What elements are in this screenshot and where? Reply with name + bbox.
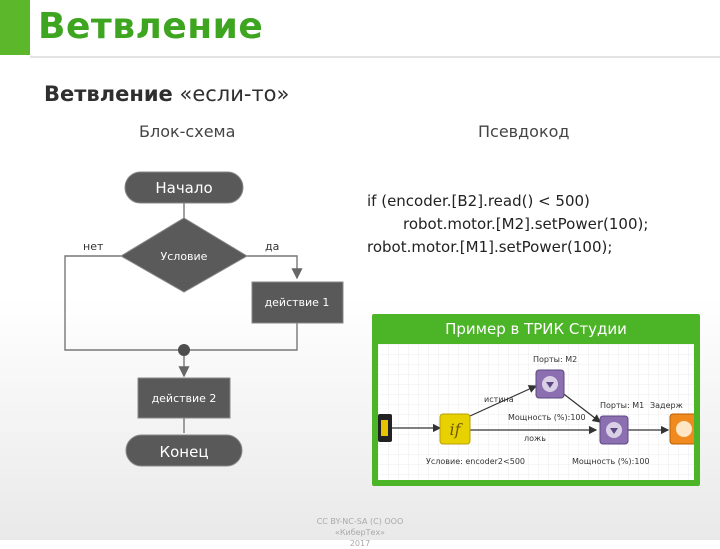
trik-program-diagram: if Порты: M2 Порты: M1 Задерж истина Мощ… (378, 344, 694, 480)
if-block-icon (439, 413, 471, 445)
no-label: нет (83, 240, 104, 253)
code-line-1: if (encoder.[B2].read() < 500) (367, 192, 590, 210)
edge-yes (247, 255, 303, 280)
yes-label: да (265, 240, 279, 253)
trik-example-panel: Пример в ТРИК Студии (372, 314, 700, 486)
subtitle-rest: «если-то» (172, 82, 290, 106)
edge-action1-merge (190, 323, 298, 351)
power-bottom-label: Мощность (%):100 (572, 457, 650, 466)
end-node (125, 434, 243, 467)
trik-studio-canvas: if Порты: M2 Порты: M1 Задерж истина Мощ… (378, 344, 694, 480)
subtitle-main: Ветвление (44, 82, 173, 106)
action1-label: действие 1 (265, 296, 330, 309)
ports-m1-label: Порты: M1 (600, 401, 644, 410)
edge-no (64, 255, 178, 351)
pseudocode-heading: Псевдокод (478, 122, 570, 141)
start-node (124, 171, 244, 204)
action2-label: действие 2 (152, 392, 217, 405)
pseudocode-block: if (encoder.[B2].read() < 500) robot.mot… (367, 190, 648, 259)
subtitle: Ветвление «если-то» (44, 82, 289, 106)
delay-label: Задерж (650, 401, 683, 410)
condition-label: Условие (161, 250, 208, 263)
flowchart-heading: Блок-схема (139, 122, 236, 141)
title-divider (30, 56, 720, 58)
license-footer: CC BY-NC-SA (C) ООО «КиберТех» 2017 (295, 516, 425, 549)
true-label: истина (484, 395, 514, 404)
license-line-1: CC BY-NC-SA (C) ООО «КиберТех» (316, 517, 404, 537)
code-line-3: robot.motor.[M1].setPower(100); (367, 238, 613, 256)
code-line-2: robot.motor.[M2].setPower(100); (403, 215, 649, 233)
end-label: Конец (159, 443, 208, 461)
trik-example-title: Пример в ТРИК Студии (445, 320, 627, 338)
false-label: ложь (524, 434, 546, 443)
condition-text: Условие: encoder2<500 (426, 457, 525, 466)
condition-diamond (120, 217, 248, 293)
power-top-label: Мощность (%):100 (508, 413, 586, 422)
start-label: Начало (155, 179, 212, 197)
action1-box (251, 281, 344, 324)
ports-m2-label: Порты: M2 (533, 355, 577, 364)
if-block-label: if (449, 420, 463, 439)
title-accent-bar (0, 0, 30, 55)
page-title: Ветвление (38, 6, 264, 47)
action2-box (137, 377, 231, 419)
merge-point (178, 344, 190, 356)
